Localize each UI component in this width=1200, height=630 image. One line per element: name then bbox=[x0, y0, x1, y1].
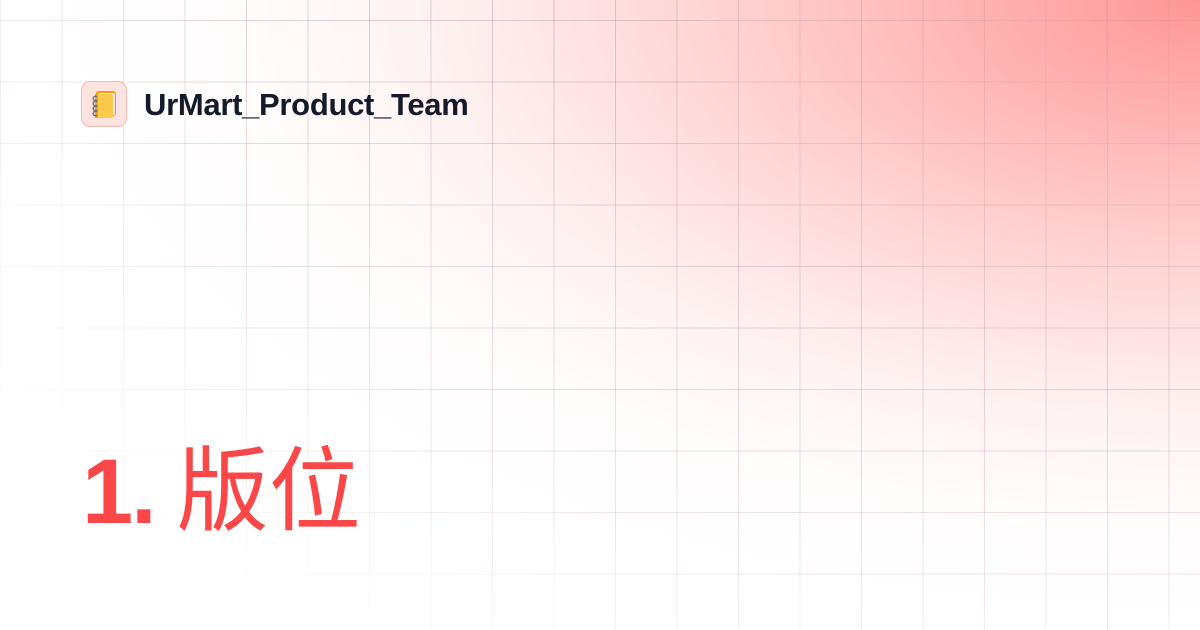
workspace-logo bbox=[81, 81, 127, 127]
page-title: 1. 版位 bbox=[82, 438, 361, 545]
spiral-notebook-icon bbox=[92, 91, 116, 118]
workspace-header: UrMart_Product_Team bbox=[81, 81, 469, 127]
page-title-text: 版位 bbox=[176, 438, 361, 545]
page-number: 1. bbox=[82, 441, 157, 543]
workspace-name: UrMart_Product_Team bbox=[144, 86, 469, 122]
